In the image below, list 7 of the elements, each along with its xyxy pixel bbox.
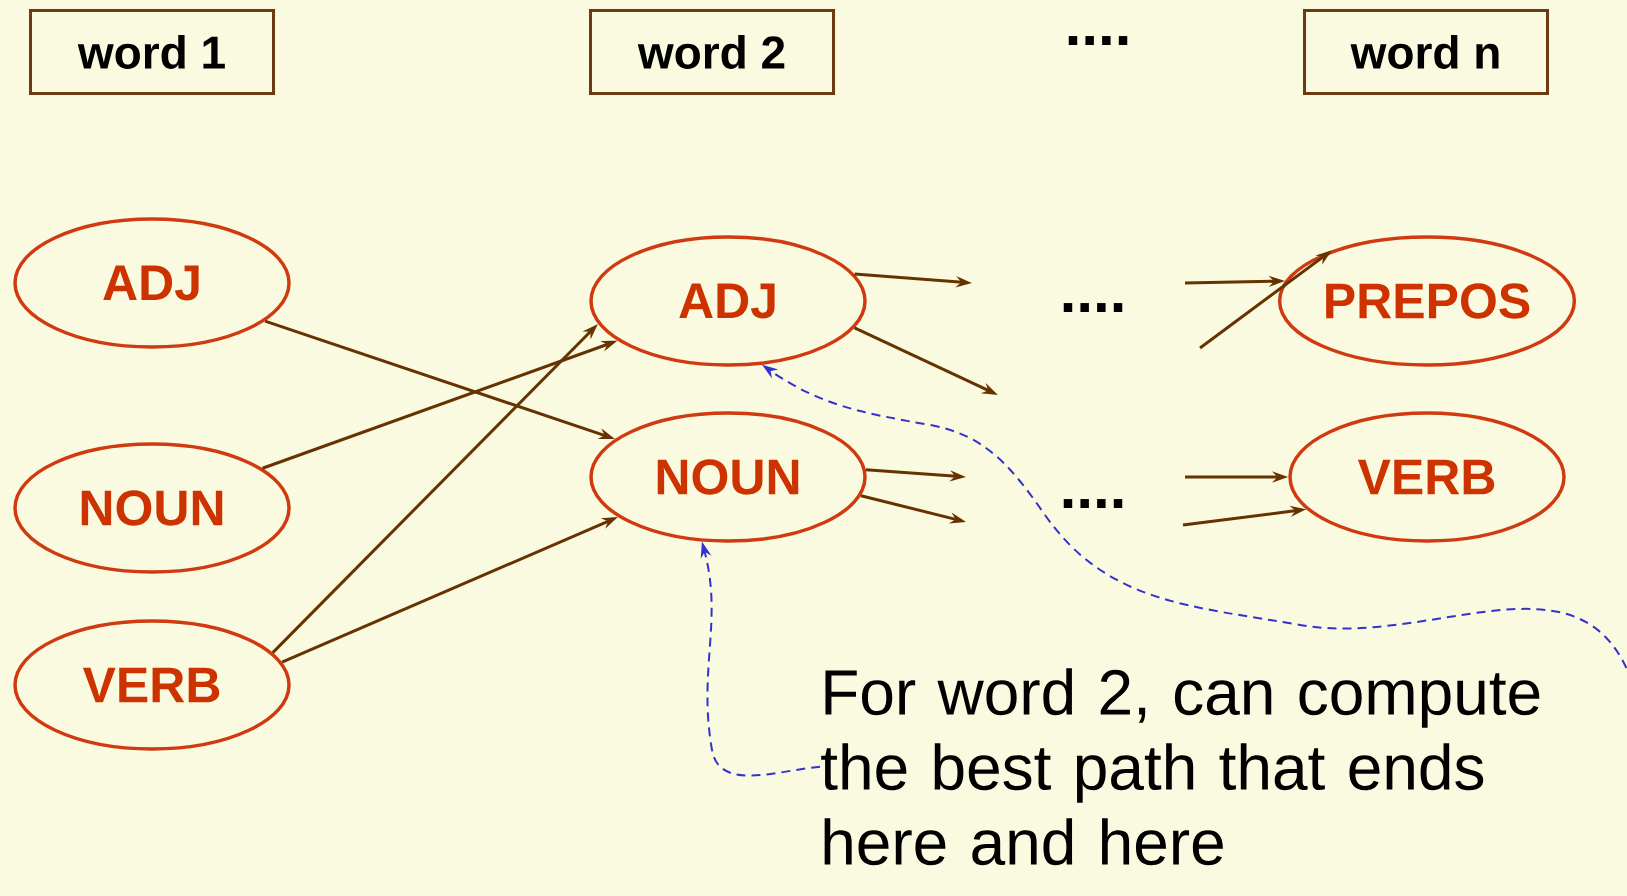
ellipsis-text: ....: [1063, 303, 1123, 312]
ellipsis-text: ....: [1068, 36, 1128, 45]
word-box: word 2: [589, 9, 835, 95]
word-box: word 1: [29, 9, 275, 95]
ellipsis-text: ....: [1063, 499, 1123, 508]
annotation-text: For word 2, can compute the best path that ends here and here: [821, 668, 1540, 866]
word-box: word n: [1303, 9, 1549, 95]
